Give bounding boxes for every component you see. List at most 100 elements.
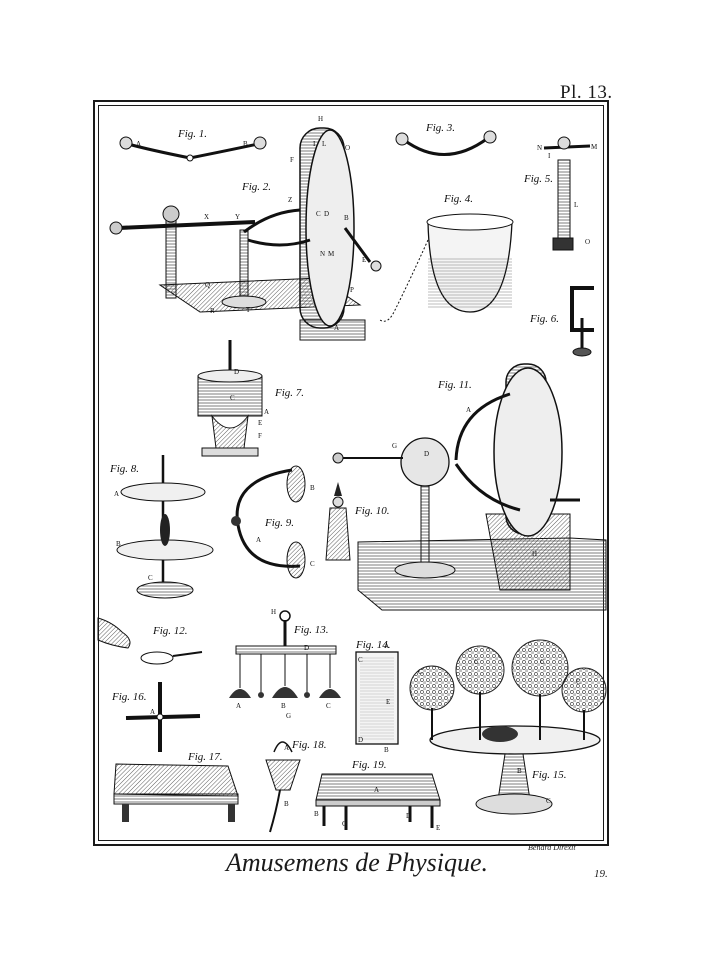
letter-b-8: B (284, 800, 289, 808)
letter-c-12: C (342, 820, 347, 828)
figure-12: Fig. 12. (97, 617, 203, 665)
figure-15: Fig. 15. C C C C B C (409, 639, 607, 815)
figure-16: Fig. 16. A (111, 682, 201, 752)
figure-9: Fig. 9. B A C (231, 465, 315, 579)
letter-c-5: C (326, 702, 331, 710)
letter-h-2: H (532, 550, 537, 558)
letter-c: C (316, 210, 321, 218)
figure-11: Fig. 11. A G D H (332, 363, 607, 611)
letter-b-6: B (384, 746, 389, 754)
letter-a-9: A (150, 708, 155, 716)
letter-a-7: A (236, 702, 241, 710)
letter-c-10: C (576, 678, 581, 686)
fig-4-label: Fig. 4. (443, 193, 473, 205)
letter-c-8: C (474, 658, 479, 666)
letter-a-2: A (334, 324, 339, 332)
letter-c-2: C (230, 394, 235, 402)
fig-18-label: Fig. 18. (291, 739, 327, 751)
letter-z: Z (288, 196, 292, 204)
letter-e-4: E (436, 824, 440, 832)
letter-a-6: A (466, 406, 471, 414)
letter-b-9: B (314, 810, 319, 818)
letter-m: M (328, 250, 335, 258)
letter-m-2: M (591, 143, 598, 151)
letter-o: O (345, 144, 350, 152)
letter-l: L (322, 140, 326, 148)
letter-e-3: E (386, 698, 390, 706)
letter-b: B (243, 140, 248, 148)
fig-5-label: Fig. 5. (523, 173, 553, 185)
figure-2: Fig. 2. H I L O F Z X Y C D B N M E P Q … (109, 115, 382, 341)
fig-1-label: Fig. 1. (177, 128, 207, 140)
letter-d-5: D (358, 736, 363, 744)
fig-8-label: Fig. 8. (109, 463, 139, 475)
fig-11-label: Fig. 11. (437, 379, 472, 391)
letter-c-3: C (148, 574, 153, 582)
letter-g: G (392, 442, 397, 450)
letter-d-2: D (234, 368, 239, 376)
fig-9-label: Fig. 9. (264, 517, 294, 529)
letter-d: D (324, 210, 329, 218)
fig-16-label: Fig. 16. (111, 691, 147, 703)
figure-4: Fig. 4. (379, 193, 514, 322)
figure-14: Fig. 14. A C E D B (355, 639, 399, 754)
letter-e: E (362, 256, 366, 264)
figure-10: Fig. 10. (325, 482, 390, 561)
letter-c-6: C (358, 656, 363, 664)
letter-c-4: C (310, 560, 315, 568)
letter-i: I (313, 140, 316, 148)
figure-18: Fig. 18. A B (265, 739, 327, 833)
letter-f: F (290, 156, 294, 164)
letter-a: A (136, 140, 141, 148)
letter-a-11: A (374, 786, 379, 794)
letter-a-4: A (114, 490, 119, 498)
fig-13-label: Fig. 13. (293, 624, 329, 636)
figure-17: Fig. 17. (113, 751, 239, 822)
fig-15-label: Fig. 15. (531, 769, 567, 781)
letter-n-2: N (537, 144, 542, 152)
figure-5: Fig. 5. N M I L O (523, 136, 598, 251)
fig-12-label: Fig. 12. (152, 625, 188, 637)
fig-7-label: Fig. 7. (274, 387, 304, 399)
figure-13: Fig. 13. H D A B G C (229, 608, 341, 720)
letter-d-6: D (406, 812, 411, 820)
letter-n: N (320, 250, 325, 258)
plate-border-inner (98, 105, 604, 841)
letter-t: T (246, 306, 251, 314)
fig-14-label: Fig. 14. (355, 639, 391, 651)
letter-d-4: D (304, 644, 309, 652)
letter-e-2: E (258, 419, 262, 427)
letter-b-4: B (310, 484, 315, 492)
letter-b-7: B (517, 767, 522, 775)
fig-2-label: Fig. 2. (241, 181, 271, 193)
letter-a-5: A (256, 536, 261, 544)
letter-g-2: G (286, 712, 291, 720)
letter-f-2: F (258, 432, 262, 440)
plate-border-outer (93, 100, 609, 846)
letter-y: Y (235, 213, 240, 221)
letter-x: X (204, 213, 209, 221)
letter-h: H (318, 115, 323, 123)
figure-7: Fig. 7. D C A E F (197, 340, 304, 457)
letter-p: P (350, 286, 354, 294)
letter-o-2: O (585, 238, 590, 246)
fig-3-label: Fig. 3. (425, 122, 455, 134)
letter-c-9: C (540, 658, 545, 666)
letter-r: R (210, 307, 215, 315)
figure-19: Fig. 19. A B C D E (314, 759, 441, 832)
letter-a-8: A (384, 642, 389, 650)
letter-h-3: H (271, 608, 276, 616)
fig-6-label: Fig. 6. (529, 313, 559, 325)
figure-3: Fig. 3. (395, 122, 497, 156)
plate-caption: Amusemens de Physique. (225, 848, 489, 877)
letter-b-2: B (344, 214, 349, 222)
figure-1: Fig. 1. A B (119, 128, 267, 162)
engraver-signature: Benard Direxit (528, 843, 576, 852)
figure-6: Fig. 6. (529, 286, 594, 357)
letter-a-10: A (284, 744, 289, 752)
letter-c-7: C (418, 668, 423, 676)
letter-a-3: A (264, 408, 269, 416)
letter-d-3: D (424, 450, 429, 458)
page-number: 19. (594, 868, 608, 880)
